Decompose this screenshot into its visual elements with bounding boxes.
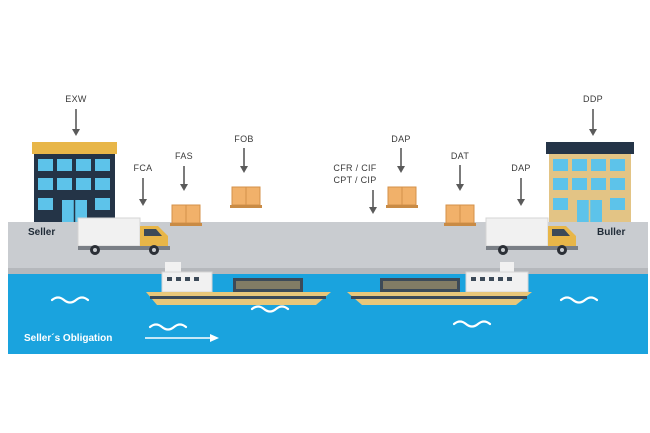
label-ddp: DDP <box>583 94 603 104</box>
wave-2 <box>148 323 188 331</box>
arrow-cfr-icon <box>369 190 377 214</box>
ship-left-icon <box>146 262 331 305</box>
cargo-box-fas-icon <box>170 204 202 226</box>
wave-5 <box>559 296 599 304</box>
wave-1 <box>50 296 90 304</box>
arrow-dap-top-icon <box>397 148 405 173</box>
ground-edge <box>8 268 648 274</box>
wave-4 <box>452 320 492 328</box>
label-dap-top: DAP <box>391 134 411 144</box>
cargo-box-dat-icon <box>444 204 476 226</box>
cargo-box-fob-icon <box>230 186 262 208</box>
label-fas: FAS <box>175 151 193 161</box>
label-cpt-cip: CPT / CIP <box>333 175 377 185</box>
wave-3 <box>250 305 290 313</box>
arrow-fca-icon <box>139 178 147 206</box>
label-fca: FCA <box>133 163 153 173</box>
down-arrows <box>72 109 597 214</box>
ship-right-icon <box>347 262 532 305</box>
buyer-truck-icon <box>485 217 578 255</box>
arrow-ddp-icon <box>589 109 597 136</box>
buyer-building-icon <box>546 142 634 222</box>
label-exw: EXW <box>65 94 87 104</box>
arrow-fob-icon <box>240 148 248 173</box>
label-dap-truck: DAP <box>511 163 531 173</box>
arrow-dat-icon <box>456 165 464 191</box>
label-cfr-cif: CFR / CIF <box>333 163 377 173</box>
cargo-box-dap-icon <box>386 186 418 208</box>
seller-building-icon <box>32 142 117 222</box>
obligation-arrow-icon <box>145 334 219 342</box>
buyer-label: Buller <box>597 227 626 238</box>
arrow-exw-icon <box>72 109 80 136</box>
label-dat: DAT <box>450 151 470 161</box>
seller-truck-icon <box>77 217 170 255</box>
water <box>8 274 648 354</box>
arrow-dap-truck-icon <box>517 178 525 206</box>
arrow-fas-icon <box>180 166 188 191</box>
seller-obligation-label: Seller´s Obligation <box>24 333 113 344</box>
label-fob: FOB <box>234 134 254 144</box>
seller-label: Seller <box>28 227 56 238</box>
waves <box>50 296 599 331</box>
